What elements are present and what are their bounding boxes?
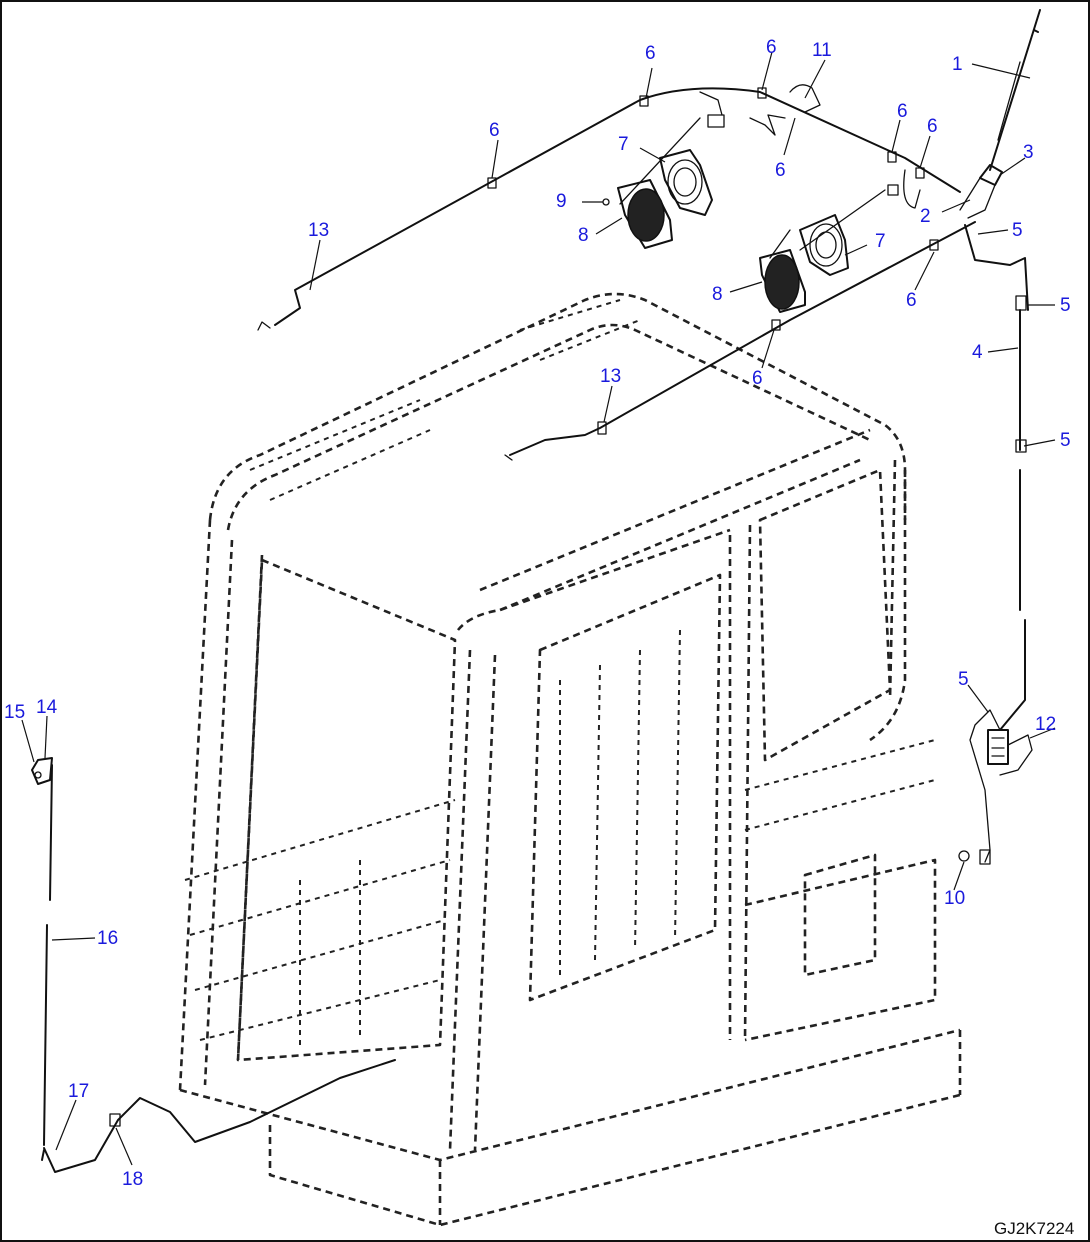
callout-5d: 5 [958, 669, 969, 690]
callout-10: 10 [944, 888, 965, 909]
callout-13a: 13 [308, 220, 329, 241]
screw-9 [602, 198, 610, 206]
callout-9: 9 [556, 191, 567, 212]
callout-6a: 6 [645, 43, 656, 64]
speaker-right [759, 249, 806, 313]
callout-11: 11 [812, 40, 832, 61]
callout-6f: 6 [927, 116, 938, 137]
drawing-code: GJ2K7224 [994, 1219, 1074, 1238]
callout-6b: 6 [766, 37, 777, 58]
callout-7a: 7 [618, 134, 629, 155]
callout-14: 14 [36, 697, 58, 718]
callout-6c: 6 [489, 120, 500, 141]
callout-15: 15 [4, 702, 25, 723]
harness-middle [504, 221, 976, 461]
speaker-bracket-left [659, 149, 713, 216]
harness-left [31, 757, 396, 1173]
callout-6e: 6 [897, 101, 908, 122]
antenna [959, 9, 1041, 219]
harness-right [958, 224, 1033, 865]
callout-5a: 5 [1012, 220, 1023, 241]
callout-18: 18 [122, 1169, 143, 1190]
callout-3: 3 [1023, 142, 1034, 163]
cab-frame [178, 292, 962, 1227]
harness-top [257, 84, 961, 331]
callout-17: 17 [68, 1081, 89, 1102]
callout-6g: 6 [906, 290, 917, 311]
callouts: 1 2 3 4 5 5 5 5 6 6 6 6 6 6 6 6 7 7 8 8 … [4, 37, 1071, 1190]
callout-8b: 8 [712, 284, 723, 305]
speaker-left [617, 179, 673, 249]
callout-13b: 13 [600, 366, 621, 387]
callout-5b: 5 [1060, 295, 1071, 316]
callout-6d: 6 [775, 160, 786, 181]
callout-2: 2 [920, 206, 931, 227]
callout-5c: 5 [1060, 430, 1071, 451]
callout-7b: 7 [875, 231, 886, 252]
callout-16: 16 [97, 928, 118, 949]
leader-lines [21, 51, 1056, 1166]
callout-12: 12 [1035, 714, 1056, 735]
callout-8a: 8 [578, 225, 589, 246]
callout-1: 1 [952, 54, 963, 75]
callout-6h: 6 [752, 368, 763, 389]
speaker-bracket-right [799, 214, 849, 276]
callout-4: 4 [972, 342, 983, 363]
